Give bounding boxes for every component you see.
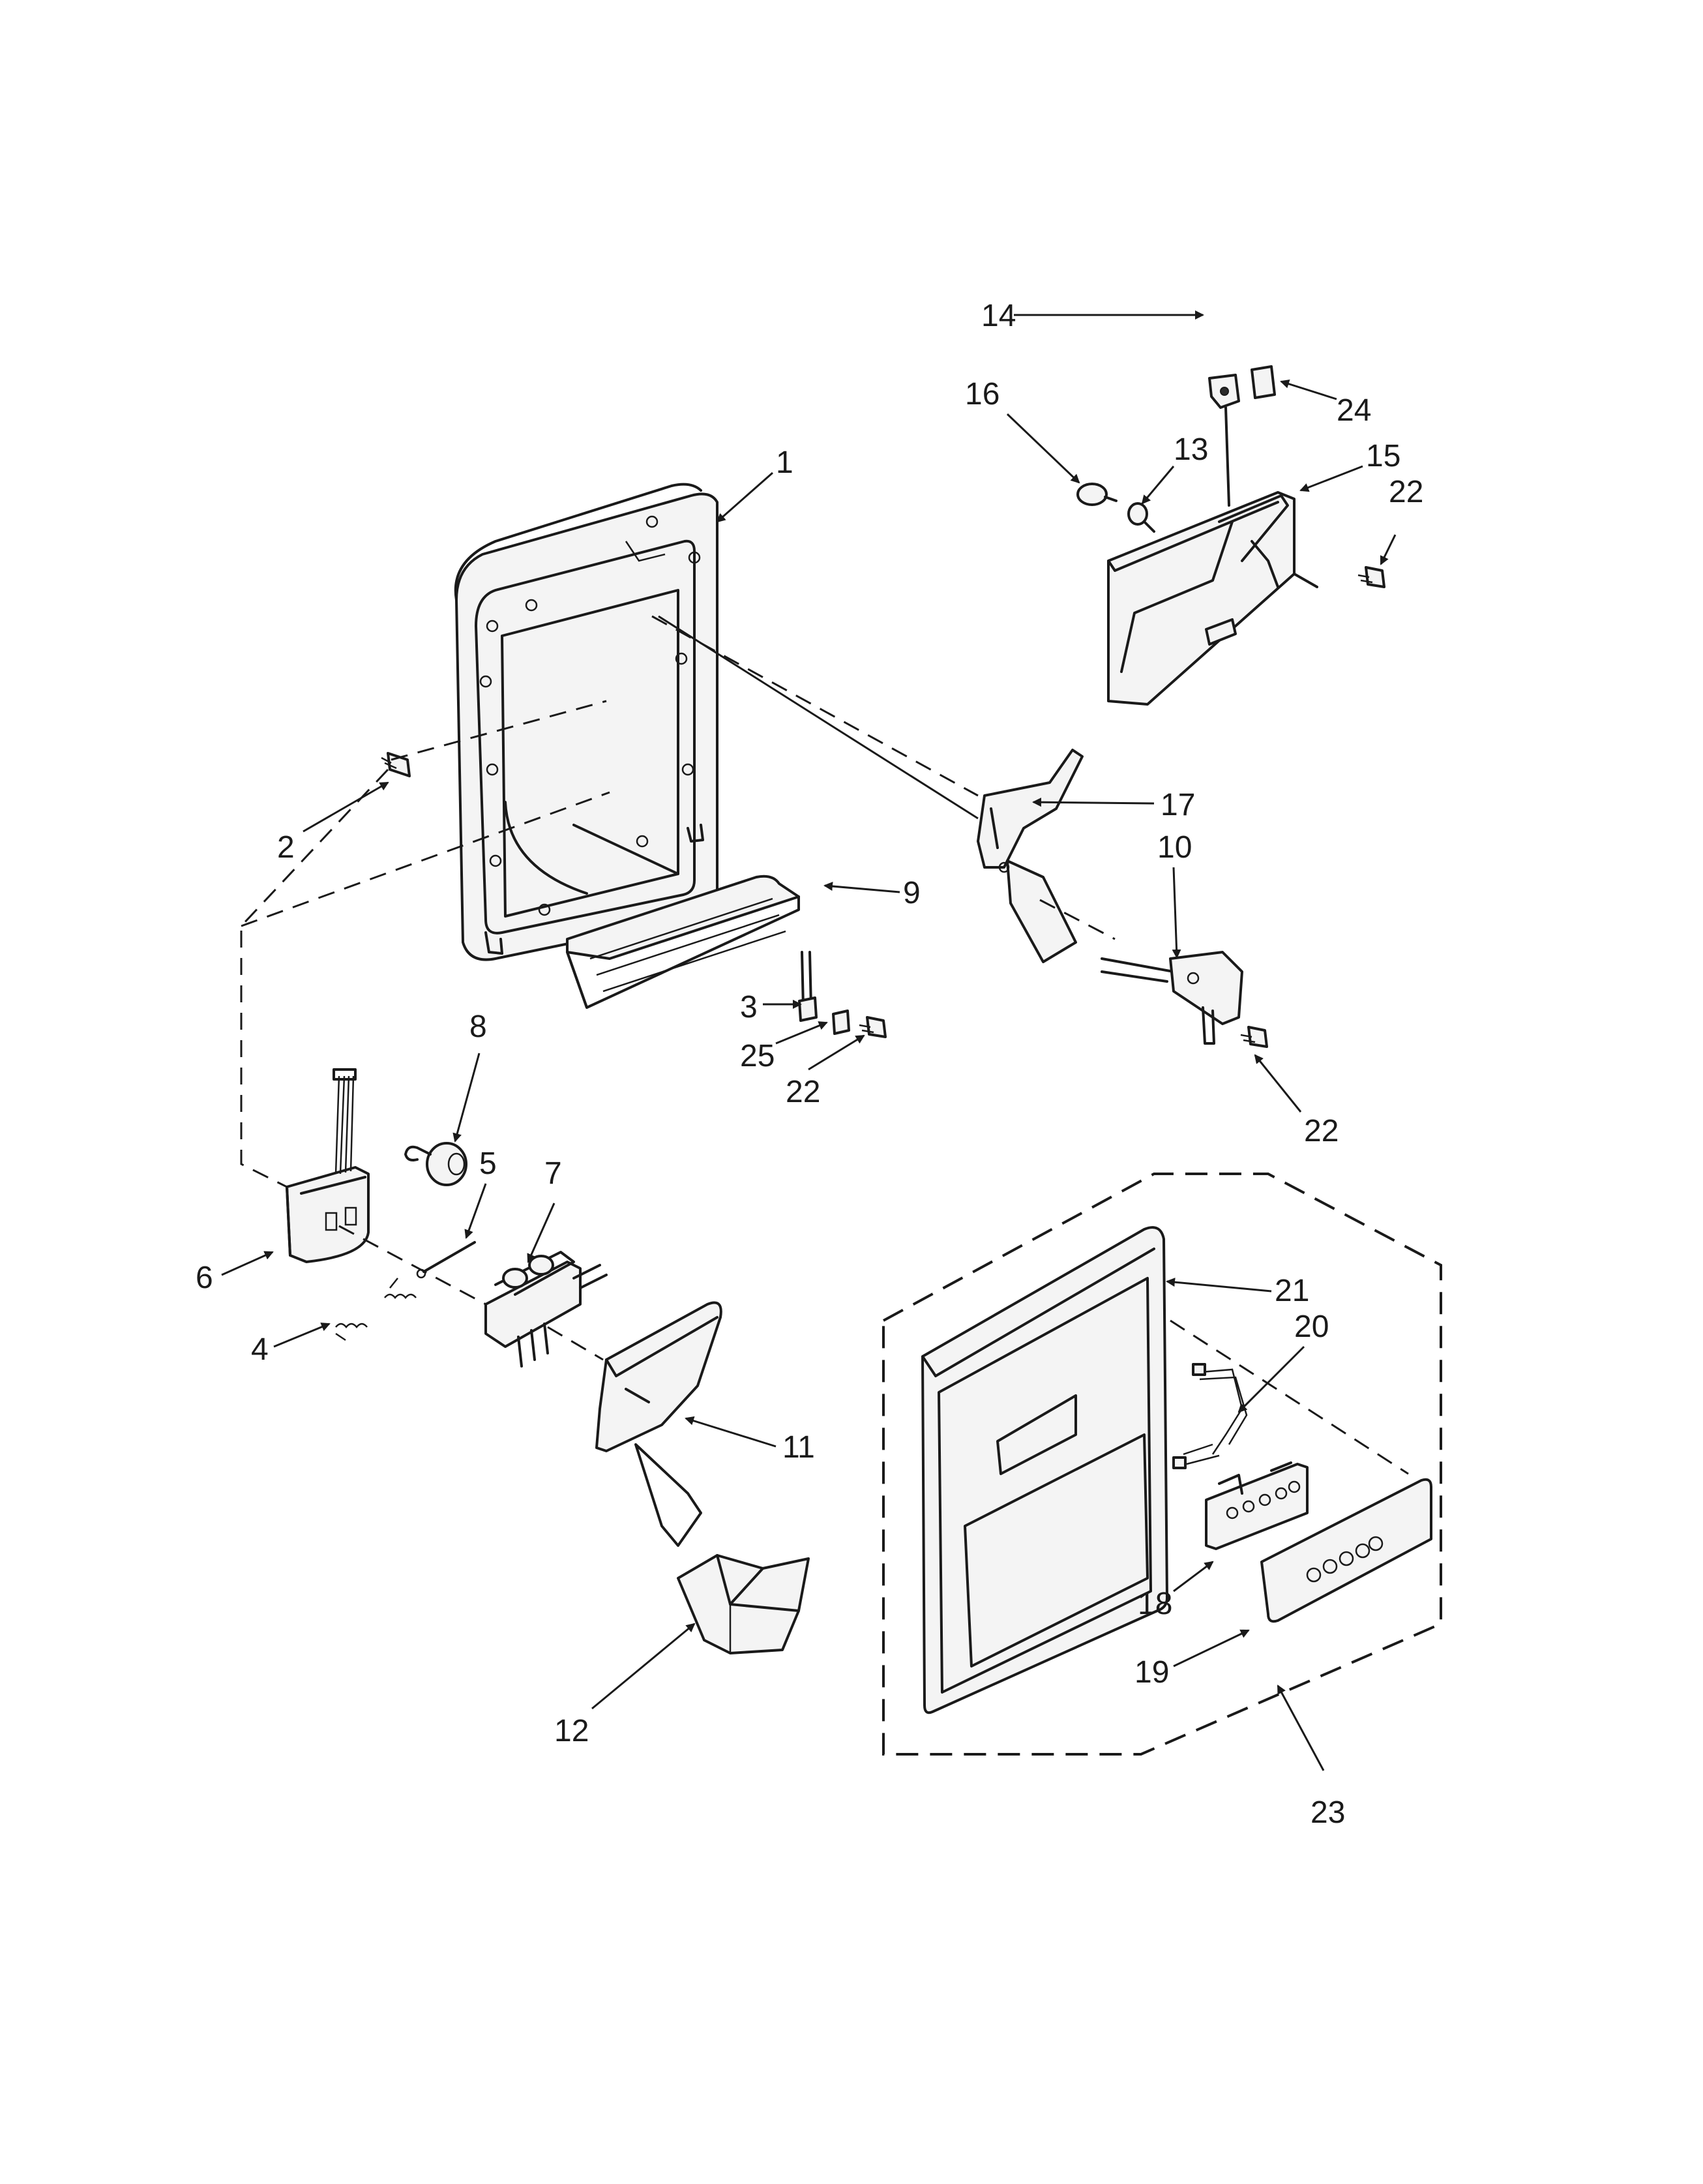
- callout-24: 24: [1337, 393, 1371, 428]
- callout-12: 12: [554, 1714, 589, 1748]
- part-10-actuator: [1101, 951, 1243, 1045]
- callout-3: 3: [740, 990, 758, 1025]
- part-20-harness: [1172, 1363, 1248, 1469]
- callout-21: 21: [1275, 1274, 1309, 1308]
- part-11-chute-door: [595, 1301, 722, 1547]
- part-7-lever: [484, 1251, 608, 1368]
- part-3-switch-clip: [798, 951, 818, 1022]
- callout-10: 10: [1157, 830, 1192, 865]
- callout-22-a: 22: [786, 1075, 820, 1109]
- callout-25: 25: [740, 1039, 775, 1073]
- part-18-control-board: [1205, 1461, 1309, 1550]
- part-6-switch-module: [286, 1068, 370, 1263]
- part-14-switch-top: [1208, 374, 1240, 507]
- part-16-bulb: [1076, 483, 1118, 506]
- callout-22-c: 22: [1389, 475, 1423, 509]
- callout-8: 8: [469, 1010, 487, 1044]
- callout-23: 23: [1311, 1795, 1345, 1830]
- callout-2: 2: [277, 830, 295, 865]
- part-15-bracket: [1107, 491, 1318, 706]
- part-22-screw-c: [1357, 566, 1385, 588]
- callouts: 1 2 3 25 22 9 8 5 7 6 4 11 12 17 10 22 1…: [196, 299, 1423, 1830]
- part-23-dispenser-assembly: [882, 1173, 1442, 1756]
- part-8-solenoid: [404, 1142, 467, 1186]
- callout-9: 9: [903, 876, 921, 910]
- part-12-chute: [677, 1554, 810, 1654]
- part-25-insulator: [832, 1010, 850, 1035]
- callout-13: 13: [1174, 432, 1208, 467]
- callout-20: 20: [1294, 1309, 1329, 1344]
- part-1-housing: [454, 483, 718, 961]
- part-19-overlay: [1260, 1478, 1432, 1623]
- callout-1: 1: [776, 445, 793, 480]
- callout-7: 7: [544, 1156, 562, 1191]
- callout-17: 17: [1161, 788, 1195, 822]
- assembly-lines: [240, 615, 1409, 1475]
- callout-18: 18: [1138, 1587, 1172, 1621]
- callout-16: 16: [965, 377, 1000, 411]
- callout-6: 6: [196, 1261, 213, 1295]
- callout-14: 14: [981, 299, 1016, 333]
- part-17-lever-arm: [977, 749, 1084, 963]
- callout-15: 15: [1366, 439, 1400, 473]
- part-4-springs: [335, 1278, 417, 1341]
- callout-22-b: 22: [1304, 1114, 1339, 1148]
- part-21-facade: [921, 1226, 1168, 1714]
- part-13-switch: [1127, 502, 1155, 533]
- part-24-insulator: [1251, 365, 1276, 399]
- callout-5: 5: [479, 1146, 497, 1181]
- callout-11: 11: [782, 1430, 815, 1465]
- callout-19: 19: [1134, 1655, 1169, 1690]
- part-9-drip-tray: [566, 875, 800, 1009]
- callout-4: 4: [251, 1332, 269, 1367]
- part-22-screw-b: [1240, 1026, 1268, 1048]
- part-22-screw-a: [859, 1016, 887, 1038]
- leader-lines: [221, 310, 1397, 1771]
